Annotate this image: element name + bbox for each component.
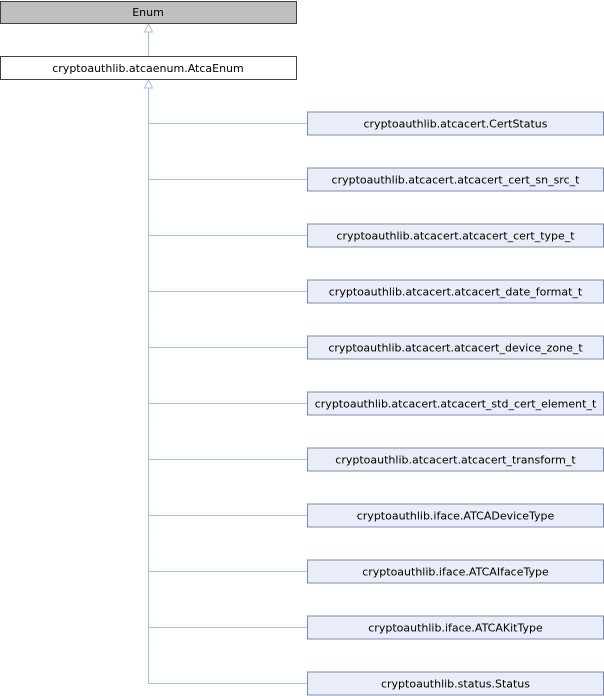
arrowhead-enum — [143, 22, 154, 33]
node-enum[interactable]: Enum — [0, 1, 297, 24]
child-node[interactable]: cryptoauthlib.atcacert.atcacert_cert_typ… — [307, 223, 604, 248]
node-atcaenum[interactable]: cryptoauthlib.atcaenum.AtcaEnum — [0, 56, 297, 80]
child-node-label: cryptoauthlib.atcacert.atcacert_date_for… — [329, 286, 583, 299]
child-node-label: cryptoauthlib.iface.ATCAKitType — [368, 622, 543, 635]
child-node[interactable]: cryptoauthlib.atcacert.atcacert_date_for… — [307, 279, 604, 304]
child-node[interactable]: cryptoauthlib.iface.ATCADeviceType — [307, 503, 604, 528]
child-node[interactable]: cryptoauthlib.atcacert.atcacert_std_cert… — [307, 391, 604, 416]
inheritance-edges — [143, 22, 308, 684]
child-nodes: cryptoauthlib.atcacert.CertStatus cryptoa… — [307, 111, 604, 696]
child-node-label: cryptoauthlib.status.Status — [381, 678, 530, 691]
arrowhead-atcaenum — [143, 78, 154, 89]
node-enum-label: Enum — [132, 6, 164, 19]
child-node[interactable]: cryptoauthlib.atcacert.atcacert_cert_sn_… — [307, 167, 604, 192]
child-node[interactable]: cryptoauthlib.atcacert.CertStatus — [307, 111, 604, 136]
child-node-label: cryptoauthlib.atcacert.atcacert_cert_sn_… — [332, 174, 581, 187]
node-enum-box — [0, 1, 297, 24]
child-node-label: cryptoauthlib.atcacert.atcacert_std_cert… — [315, 398, 597, 411]
child-node-label: cryptoauthlib.iface.ATCADeviceType — [357, 510, 555, 523]
child-node[interactable]: cryptoauthlib.iface.ATCAIfaceType — [307, 559, 604, 584]
node-atcaenum-label: cryptoauthlib.atcaenum.AtcaEnum — [52, 62, 244, 75]
child-node[interactable]: cryptoauthlib.iface.ATCAKitType — [307, 615, 604, 640]
child-node[interactable]: cryptoauthlib.status.Status — [307, 671, 604, 696]
child-node[interactable]: cryptoauthlib.atcacert.atcacert_transfor… — [307, 447, 604, 472]
child-node-label: cryptoauthlib.atcacert.CertStatus — [363, 118, 547, 131]
node-atcaenum-box — [0, 56, 297, 80]
child-node-label: cryptoauthlib.atcacert.atcacert_device_z… — [328, 342, 583, 355]
child-node-label: cryptoauthlib.iface.ATCAIfaceType — [362, 566, 549, 579]
child-node[interactable]: cryptoauthlib.atcacert.atcacert_device_z… — [307, 335, 604, 360]
child-node-label: cryptoauthlib.atcacert.atcacert_cert_typ… — [336, 230, 575, 243]
child-node-label: cryptoauthlib.atcacert.atcacert_transfor… — [335, 454, 576, 467]
